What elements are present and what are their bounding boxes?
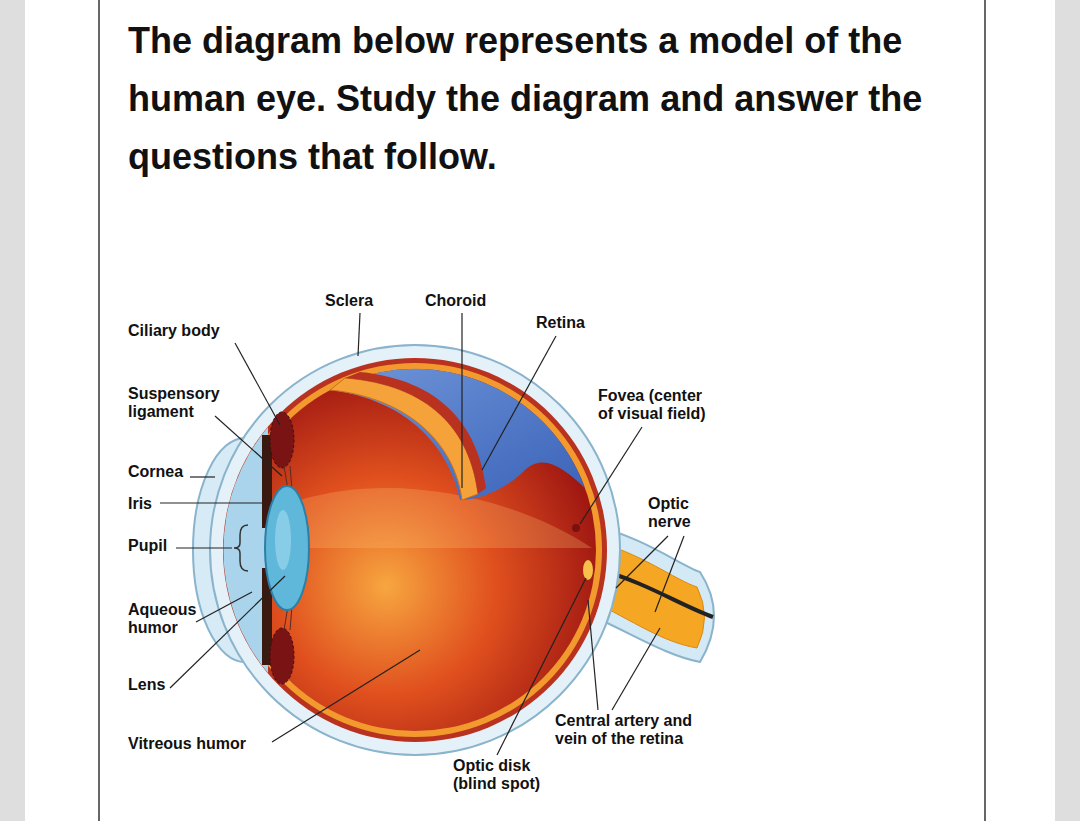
- frame-border: [984, 0, 986, 821]
- label-wrap: Ciliary body: [128, 322, 220, 340]
- part-label: Choroid: [425, 292, 486, 310]
- leader-line: [358, 313, 360, 356]
- pupil-bracket: [234, 525, 248, 571]
- label-wrap: Suspensory ligament: [128, 385, 248, 421]
- page-margin: [0, 0, 25, 821]
- part-label: Optic nerve: [648, 495, 708, 531]
- cutaway-region: [330, 369, 585, 500]
- leader-line: [612, 628, 660, 710]
- retina-shape: [228, 363, 602, 737]
- leader-line: [655, 536, 684, 612]
- lens-shape: [265, 486, 309, 610]
- label-wrap: Aqueous humor: [128, 601, 218, 637]
- part-label: Optic disk (blind spot): [453, 757, 553, 793]
- leader-line: [272, 650, 420, 742]
- label-wrap: Retina: [536, 314, 585, 332]
- ciliary-body-shape: [270, 412, 294, 468]
- leader-line: [588, 600, 598, 710]
- leader-line: [215, 416, 282, 476]
- label-wrap: Pupil: [128, 537, 167, 555]
- title: The diagram below represents a model of …: [128, 12, 928, 186]
- label-wrap: Central artery and vein of the retina: [555, 712, 705, 748]
- aqueous-region: [223, 427, 268, 673]
- fovea-spot: [572, 524, 580, 532]
- part-label: Fovea (center of visual field): [598, 387, 720, 423]
- label-wrap: Lens: [128, 676, 165, 694]
- label-wrap: Iris: [128, 495, 152, 513]
- label-wrap: Sclera: [325, 292, 373, 310]
- leader-line: [176, 547, 232, 548]
- part-label: Cornea: [128, 463, 183, 481]
- leader-line: [616, 536, 668, 588]
- part-label: Central artery and vein of the retina: [555, 712, 705, 748]
- part-label: Suspensory ligament: [128, 385, 248, 421]
- leader-line: [580, 427, 642, 524]
- label-wrap: Optic disk (blind spot): [453, 757, 553, 793]
- optic-disk-spot: [583, 560, 593, 580]
- leader-line: [482, 336, 556, 470]
- part-label: Vitreous humor: [128, 735, 246, 753]
- retina-flap: [330, 378, 478, 500]
- label-wrap: Fovea (center of visual field): [598, 387, 720, 423]
- part-label: Iris: [128, 495, 152, 513]
- leader-line: [461, 313, 462, 488]
- part-label: Aqueous humor: [128, 601, 218, 637]
- leader-line: [196, 592, 252, 622]
- choroid-shape: [223, 358, 607, 742]
- leader-line: [190, 476, 215, 477]
- frame-border: [98, 0, 100, 821]
- lens-highlight: [275, 510, 291, 570]
- cut-plane: [300, 488, 592, 548]
- label-wrap: Choroid: [425, 292, 486, 310]
- label-wrap: Cornea: [128, 463, 183, 481]
- label-wrap: Vitreous humor: [128, 735, 246, 753]
- vitreous-shape: [234, 369, 596, 731]
- ciliary-body-shape: [270, 628, 294, 684]
- label-wrap: Optic nerve: [648, 495, 708, 531]
- title-wrap: The diagram below represents a model of …: [128, 12, 928, 186]
- part-label: Sclera: [325, 292, 373, 310]
- part-label: Pupil: [128, 537, 167, 555]
- leader-line: [235, 343, 280, 425]
- leader-lines: [160, 313, 684, 755]
- choroid-flap: [345, 372, 486, 494]
- page-margin: [1055, 0, 1080, 821]
- part-label: Retina: [536, 314, 585, 332]
- part-label: Lens: [128, 676, 165, 694]
- leader-line: [160, 502, 262, 503]
- leader-line: [170, 576, 285, 688]
- part-label: Ciliary body: [128, 322, 220, 340]
- sclera-shape: [210, 345, 620, 755]
